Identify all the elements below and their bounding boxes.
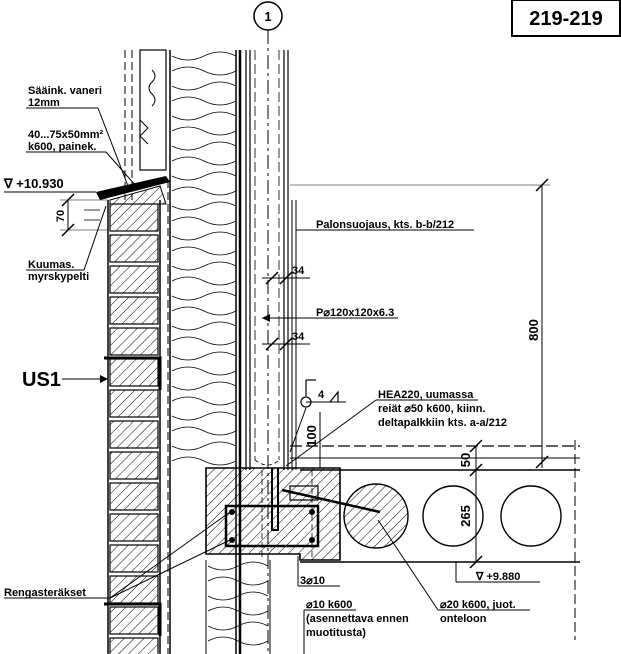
dimension-100: 100 [304, 412, 321, 468]
brick-wall [109, 203, 159, 654]
brick [109, 358, 159, 387]
level-bottom: ∇ +9.880 [475, 571, 520, 583]
brick [109, 420, 159, 449]
batten-label-2: k600, painek. [28, 141, 97, 153]
vaneri-label-1: Sääink. vaneri [28, 85, 102, 97]
insulation-wave [171, 231, 237, 256]
brick [109, 637, 159, 654]
brick [109, 327, 159, 356]
hea-label-1: HEA220, uumassa [378, 389, 474, 401]
hea-label-2: reiät ⌀50 k600, kiinn. [378, 403, 486, 415]
brick [109, 606, 159, 635]
sheet-id-box: 219-219 [511, 0, 621, 37]
insulation-wave [207, 621, 269, 646]
dimension-slab: 50 265 [458, 439, 483, 569]
brick [109, 203, 159, 232]
steel-column [245, 50, 289, 470]
leader-batten [105, 151, 137, 187]
hollow-core-slab [290, 440, 580, 640]
batten-label-1: 40...75x50mm² [28, 129, 104, 141]
ring-beam [205, 467, 409, 561]
kuumas-label-2: myrskypelti [28, 271, 89, 283]
us1-label: US1 [22, 369, 61, 391]
insulation-layer [171, 51, 269, 646]
insulation-wave [171, 171, 237, 196]
brick [109, 575, 159, 604]
grid-marker: 1 [253, 1, 283, 654]
dim-100-text: 100 [304, 425, 319, 447]
brick [109, 451, 159, 480]
brick [109, 482, 159, 511]
dimension-70: 70 [55, 193, 108, 237]
brick [109, 544, 159, 573]
dimension-34-lower: 34 [262, 331, 310, 351]
insulation-wave [171, 141, 237, 166]
leader-vaneri [97, 107, 129, 187]
leader-kuumas [83, 205, 107, 271]
grout-bar [281, 488, 381, 514]
dim-265-text: 265 [458, 505, 473, 527]
level-top: ∇ +10.930 [3, 176, 64, 191]
brick [109, 389, 159, 418]
insulation-wave [171, 111, 237, 136]
brick [109, 234, 159, 263]
slab-core-2 [500, 485, 562, 547]
upper-cladding [139, 49, 167, 171]
dim-70-text: 70 [55, 210, 67, 222]
kuumas-label-1: Kuumas. [28, 259, 74, 271]
grid-marker-label: 1 [264, 9, 271, 24]
bars-label: 3⌀10 [300, 575, 325, 587]
insulation-wave [171, 441, 237, 466]
insulation-wave [171, 411, 237, 436]
leader-rengas-1 [109, 511, 231, 599]
leader-rengas-2 [109, 539, 231, 599]
storm-flashing [96, 176, 170, 205]
slab-core-1 [422, 485, 484, 547]
insulation-wave [171, 381, 237, 406]
wall-tie-us1 [104, 356, 162, 636]
insulation-wave [207, 561, 269, 586]
insulation-wave [171, 261, 237, 286]
insulation-wave [171, 51, 237, 76]
insulation-wave [171, 81, 237, 106]
palonsuojaus-label: Palonsuojaus, kts. b-b/212 [316, 219, 454, 231]
grout-label-2: onteloon [440, 613, 487, 625]
brick [109, 296, 159, 325]
grout-label-1: ⌀20 k600, juot. [440, 599, 516, 611]
leader-grout [377, 519, 439, 611]
insulation-wave [171, 201, 237, 226]
insulation-wave [171, 351, 237, 376]
leader-hea [285, 399, 377, 467]
stirrup-label-2: (asennettava ennen [306, 613, 409, 625]
dim-34b-text: 34 [292, 331, 305, 343]
hea-beam [261, 470, 319, 560]
dim-800-text: 800 [526, 319, 541, 341]
sheet-id: 219-219 [529, 8, 602, 30]
grouted-core [343, 483, 409, 549]
brick [109, 513, 159, 542]
stirrup-label-3: muotitusta) [306, 627, 366, 639]
insulation-wave [207, 591, 269, 616]
dimension-34-upper: 34 [262, 265, 310, 285]
insulation-wave [171, 321, 237, 346]
rengas-label: Rengasteräkset [4, 587, 86, 599]
dim-50-text: 50 [458, 453, 473, 467]
dim-34a-text: 34 [292, 265, 305, 277]
column-label: P⌀120x120x6.3 [316, 307, 394, 319]
insulation-wave [171, 291, 237, 316]
weld-text: 4 [318, 389, 325, 401]
hea-label-3: deltapalkkiin kts. a-a/212 [378, 417, 507, 429]
vaneri-label-2: 12mm [28, 97, 60, 109]
brick [109, 265, 159, 294]
dimension-800: 800 [290, 178, 550, 469]
stirrup-label-1: ⌀10 k600 [306, 599, 352, 611]
weld-symbol: 4 [289, 379, 346, 453]
